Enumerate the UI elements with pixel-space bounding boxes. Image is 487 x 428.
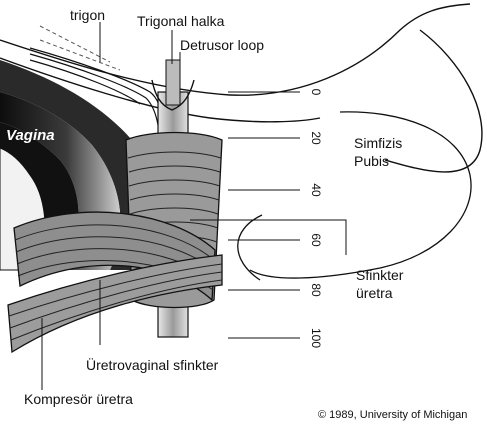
vagina-label: Vagina	[6, 127, 55, 144]
copyright-note: © 1989, University of Michigan	[318, 409, 467, 421]
depth-tick-0: 0	[309, 89, 323, 96]
depth-tick-80: 80	[309, 283, 323, 297]
depth-scale	[228, 91, 300, 339]
label-urethra: üretra	[356, 285, 393, 301]
leader-lines	[41, 22, 347, 390]
depth-tick-60: 60	[309, 233, 323, 247]
urethrovaginal-sphincter-muscle	[13, 211, 216, 302]
compressor-urethrae-muscle	[7, 254, 223, 354]
label-compressor-urethra: Kompresör üretra	[24, 391, 133, 407]
label-symphysis: Simfizis	[354, 135, 402, 151]
depth-tick-labels: 0 20 40 60 80 100	[309, 89, 323, 349]
label-trigon: trigon	[70, 7, 105, 23]
depth-tick-100: 100	[309, 328, 323, 348]
label-sphincter: Sfinkter	[356, 267, 404, 283]
label-trigonal-ring: Trigonal halka	[137, 13, 225, 29]
label-urethrovaginal-sphincter: Üretrovaginal sfinkter	[86, 356, 219, 373]
trigon-dashed-guides	[39, 25, 121, 71]
label-pubis: Pubis	[354, 153, 389, 169]
depth-tick-40: 40	[309, 183, 323, 197]
label-detrusor-loop: Detrusor loop	[180, 37, 264, 53]
depth-tick-20: 20	[309, 131, 323, 145]
